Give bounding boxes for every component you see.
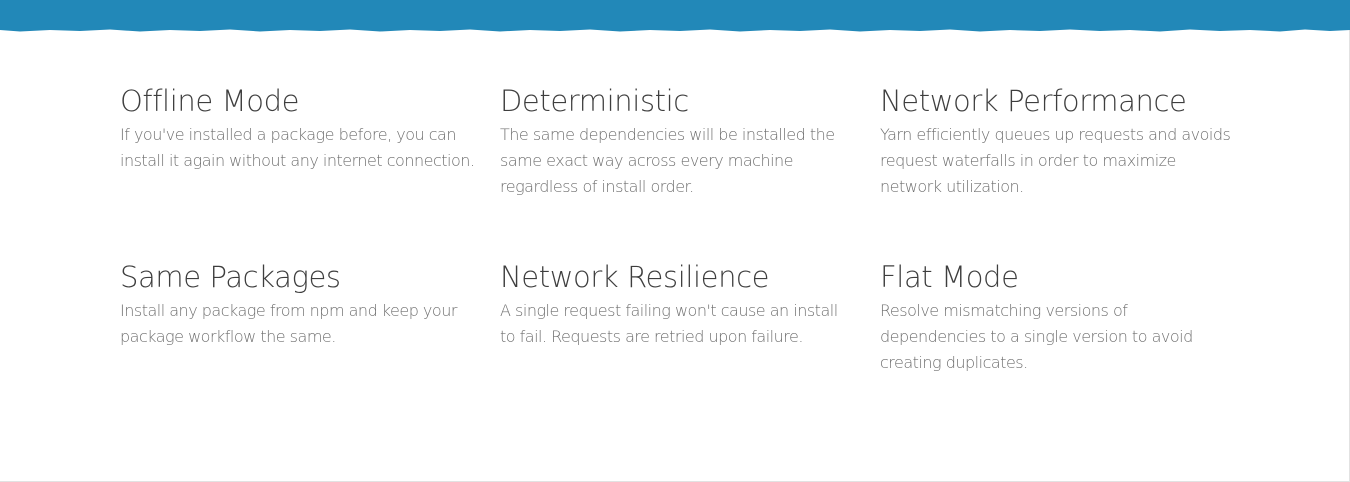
feature-description: Resolve mismatching versions of dependen… bbox=[880, 301, 1193, 372]
feature-title: Same Packages bbox=[120, 260, 341, 294]
feature-deterministic: Deterministic The same dependencies will… bbox=[500, 82, 880, 258]
header-band-shape bbox=[0, 0, 1350, 32]
feature-title: Deterministic bbox=[500, 84, 689, 118]
feature-description: The same dependencies will be installed … bbox=[500, 125, 835, 196]
feature-title: Network Performance bbox=[880, 84, 1187, 118]
feature-same-packages: Same Packages Install any package from n… bbox=[120, 258, 500, 434]
feature-description: If you've installed a package before, yo… bbox=[120, 125, 475, 170]
feature-description: A single request failing won't cause an … bbox=[500, 301, 838, 346]
feature-network-performance: Network Performance Yarn efficiently que… bbox=[880, 82, 1260, 258]
feature-description: Yarn efficiently queues up requests and … bbox=[880, 125, 1231, 196]
feature-title: Flat Mode bbox=[880, 260, 1019, 294]
feature-description: Install any package from npm and keep yo… bbox=[120, 301, 457, 346]
feature-network-resilience: Network Resilience A single request fail… bbox=[500, 258, 880, 434]
feature-flat-mode: Flat Mode Resolve mismatching versions o… bbox=[880, 258, 1260, 434]
feature-title: Offline Mode bbox=[120, 84, 300, 118]
feature-offline-mode: Offline Mode If you've installed a packa… bbox=[120, 82, 500, 258]
header-band bbox=[0, 0, 1350, 32]
feature-title: Network Resilience bbox=[500, 260, 770, 294]
features-grid: Offline Mode If you've installed a packa… bbox=[120, 82, 1260, 434]
